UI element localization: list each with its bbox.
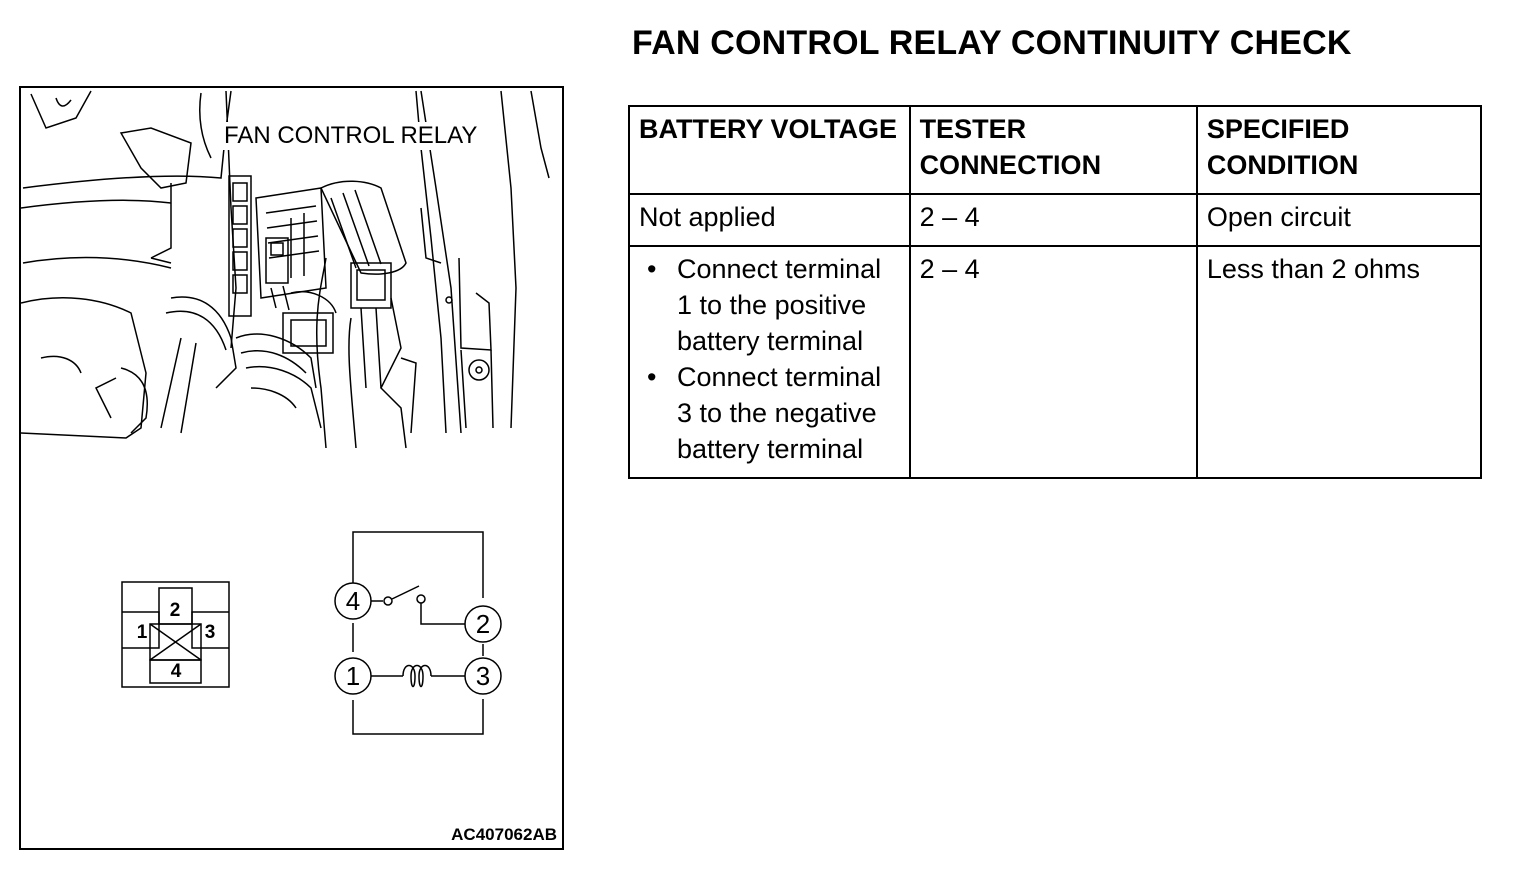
cell-battery-voltage: Not applied bbox=[628, 193, 911, 247]
table-row: Connect terminal 1 to the positive batte… bbox=[628, 245, 1483, 479]
list-item: Connect terminal 3 to the negative batte… bbox=[647, 359, 900, 467]
connector-pin-4: 4 bbox=[170, 661, 182, 682]
table-header-row: BATTERY VOLTAGE TESTER CONNECTION SPECIF… bbox=[628, 105, 1483, 195]
cell-specified-condition: Less than 2 ohms bbox=[1195, 245, 1483, 479]
connector-pin-3: 3 bbox=[204, 622, 216, 643]
voltage-steps-list: Connect terminal 1 to the positive batte… bbox=[639, 251, 900, 467]
cell-tester-connection: 2 – 4 bbox=[908, 245, 1198, 479]
table-row: Not applied 2 – 4 Open circuit bbox=[628, 193, 1483, 247]
fan-control-relay-callout: FAN CONTROL RELAY bbox=[221, 122, 481, 150]
schematic-node-1: 1 bbox=[345, 661, 361, 691]
figure-code: AC407062AB bbox=[451, 825, 557, 844]
engine-bay-illustration bbox=[21, 90, 550, 735]
cell-battery-voltage: Connect terminal 1 to the positive batte… bbox=[628, 245, 911, 479]
schematic-node-4: 4 bbox=[345, 586, 361, 616]
connector-pin-1: 1 bbox=[136, 622, 148, 643]
header-tester-connection: TESTER CONNECTION bbox=[908, 105, 1198, 195]
page-title: FAN CONTROL RELAY CONTINUITY CHECK bbox=[632, 24, 1352, 62]
list-item: Connect terminal 1 to the positive batte… bbox=[647, 251, 900, 359]
schematic-node-2: 2 bbox=[475, 609, 491, 639]
relay-figure: FAN CONTROL RELAY 1 2 3 4 1 2 3 4 AC4070… bbox=[19, 86, 564, 850]
cell-specified-condition: Open circuit bbox=[1195, 193, 1483, 247]
header-specified-condition: SPECIFIED CONDITION bbox=[1195, 105, 1483, 195]
schematic-node-3: 3 bbox=[475, 661, 491, 691]
header-battery-voltage: BATTERY VOLTAGE bbox=[628, 105, 911, 195]
continuity-check-table: BATTERY VOLTAGE TESTER CONNECTION SPECIF… bbox=[628, 105, 1483, 479]
cell-tester-connection: 2 – 4 bbox=[908, 193, 1198, 247]
connector-pin-2: 2 bbox=[169, 600, 181, 621]
